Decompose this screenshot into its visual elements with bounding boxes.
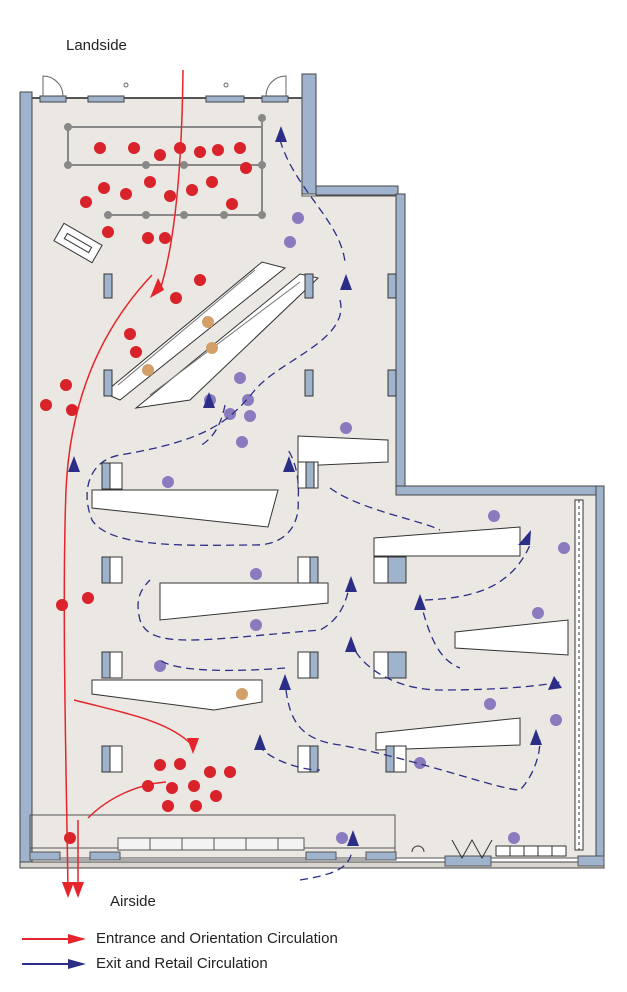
exit-paths [86,139,561,881]
landside-label: Landside [66,37,127,54]
landside-entry [32,75,302,103]
display-tables [91,435,569,751]
blue-arrow-icon [22,958,86,969]
entrance-arrowheads [62,278,199,898]
exterior-walls [19,73,605,869]
airside-wall [29,814,605,867]
wall-shelving [574,499,584,851]
legend-label-entrance: Entrance and Orientation Circulation [96,930,338,947]
floor-plan [19,69,605,898]
legend-item-exit: Exit and Retail Circulation [20,955,268,972]
gate-feature [411,838,567,860]
red-arrow-icon [22,933,86,944]
visitors-staff [142,316,248,700]
airside-label: Airside [110,893,156,910]
legend-label-exit: Exit and Retail Circulation [96,955,268,972]
seating-area [64,114,266,219]
legend-item-entrance: Entrance and Orientation Circulation [20,930,338,947]
exit-arrowheads [68,126,562,846]
info-kiosk [53,222,103,264]
columns [103,273,397,397]
entrance-paths [63,69,193,891]
